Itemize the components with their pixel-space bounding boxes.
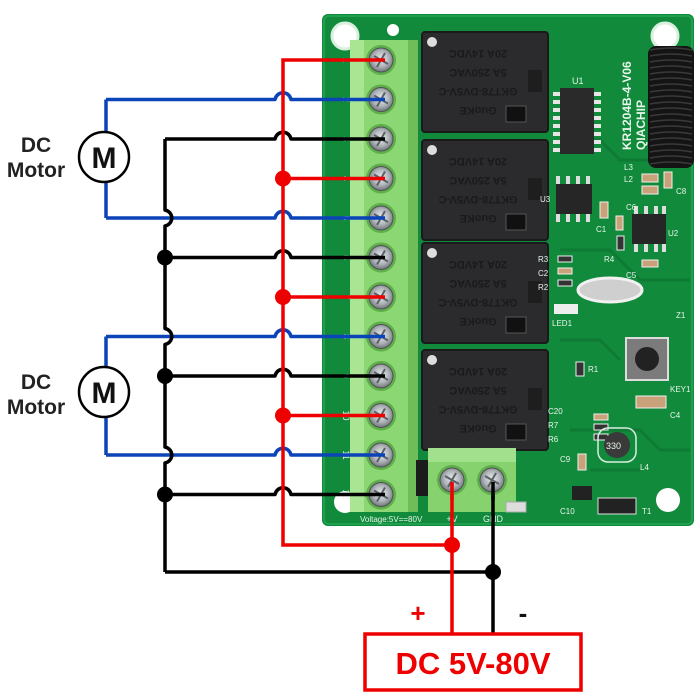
inductor-l4: 330 [597,427,637,463]
relay-4-line1: 20A 14VDC [449,365,507,377]
designator-c4: C4 [670,411,681,420]
ic-u3 [556,176,592,222]
ic-u1: U1 [553,76,601,154]
positive-symbol: + [410,598,425,628]
motor-2-label-line2: Motor [7,396,65,419]
antenna-spring [648,46,694,168]
junction-dot [444,537,460,553]
designator-c2: C2 [538,269,549,278]
relay-1-line3: GKT78-DV5V-C [439,85,518,97]
motor-2: M DC Motor [7,365,131,419]
junction-dot [157,249,173,266]
designator-z1: Z1 [676,311,686,320]
designator-led1: LED1 [552,319,573,328]
wires [104,58,501,636]
motor-1-label-line2: Motor [7,159,65,182]
junction-dot [157,486,173,503]
small-hole [387,24,399,36]
designator-c1: C1 [596,225,607,234]
motor-2-m-glyph: M [92,377,117,410]
svg-text:330: 330 [606,441,621,451]
designator-c5: C5 [626,271,637,280]
designator-r7: R7 [548,421,559,430]
smd-components [505,171,673,515]
designator-c20: C20 [548,407,563,416]
designator-r6: R6 [548,435,559,444]
relay-4-line3: GKT78-DV5V-C [439,403,518,415]
designator-t1: T1 [642,507,652,516]
pcb-edge-highlight [323,15,693,525]
designator-l4: L4 [640,463,649,472]
motor-1-label-line1: DC [21,134,51,157]
motor-1-m-glyph: M [92,142,117,175]
relay-4-line2: 5A 250VAC [449,384,507,396]
designator-u3: U3 [540,195,551,204]
relay-1-line1: 20A 14VDC [449,47,507,59]
voltage-silkscreen: Voltage:5V==80V [360,515,423,524]
power-supply-label: DC 5V-80V [395,646,550,681]
relay-3: 20A 14VDC 5A 250VAC GKT78-DV5V-C GuoKE [421,242,549,344]
relay-1-brand: GuoKE [459,104,496,116]
designator-l2: L2 [624,175,633,184]
relay-4-brand: GuoKE [459,422,496,434]
terminal-block-12-way [350,40,418,512]
relay-3-line3: GKT78-DV5V-C [439,296,518,308]
relay-2-line1: 20A 14VDC [449,155,507,167]
designator-r2: R2 [538,283,549,292]
relay-1: 20A 14VDC 5A 250VAC GKT78-DV5V-C GuoKE [421,31,549,133]
relay-3-line2: 5A 250VAC [449,277,507,289]
relay-2-line3: GKT78-DV5V-C [439,193,518,205]
motor-2-label-line1: DC [21,371,51,394]
junction-dot [275,170,291,187]
designator-r4: R4 [604,255,615,264]
junction-dot [157,368,173,384]
negative-symbol: - [519,598,528,628]
designator-key1: KEY1 [670,385,691,394]
relay-4: 20A 14VDC 5A 250VAC GKT78-DV5V-C GuoKE [421,349,549,451]
junction-dot [485,564,501,580]
designator-c9: C9 [560,455,571,464]
mounting-hole [650,21,680,51]
designator-r1: R1 [588,365,599,374]
pair-button[interactable] [625,337,669,381]
motor-2-symbol [77,365,131,419]
designator-c6: C6 [626,203,637,212]
svg-text:U1: U1 [572,76,584,86]
relay-2-line2: 5A 250VAC [449,174,507,186]
junction-dot [275,407,291,424]
board-model-silkscreen: KR1204B-4-V06 [620,61,634,150]
designator-c10: C10 [560,507,575,516]
ic-u2 [632,206,666,252]
crystal-oscillator [576,276,644,304]
designator-l3: L3 [624,163,633,172]
terminal-screw-gnd[interactable] [477,465,507,495]
relay-2-brand: GuoKE [459,212,496,224]
power-supply: + - DC 5V-80V [363,598,583,692]
motor-1-symbol [77,130,131,184]
brand-silkscreen: QIACHIP [634,100,648,150]
junction-dot [275,289,291,305]
power-supply-box [363,632,583,692]
motor-1: M DC Motor [7,130,131,184]
relay-3-brand: GuoKE [459,315,496,327]
designator-u2: U2 [668,229,679,238]
mounting-hole [656,488,680,512]
relay-1-line2: 5A 250VAC [449,66,507,78]
designator-r3: R3 [538,255,549,264]
designator-c8: C8 [676,187,687,196]
terminal-screws [365,45,507,510]
relay-3-line1: 20A 14VDC [449,258,507,270]
relay-2: 20A 14VDC 5A 250VAC GKT78-DV5V-C GuoKE [421,139,549,241]
terminal-screw-plus[interactable] [437,465,467,495]
